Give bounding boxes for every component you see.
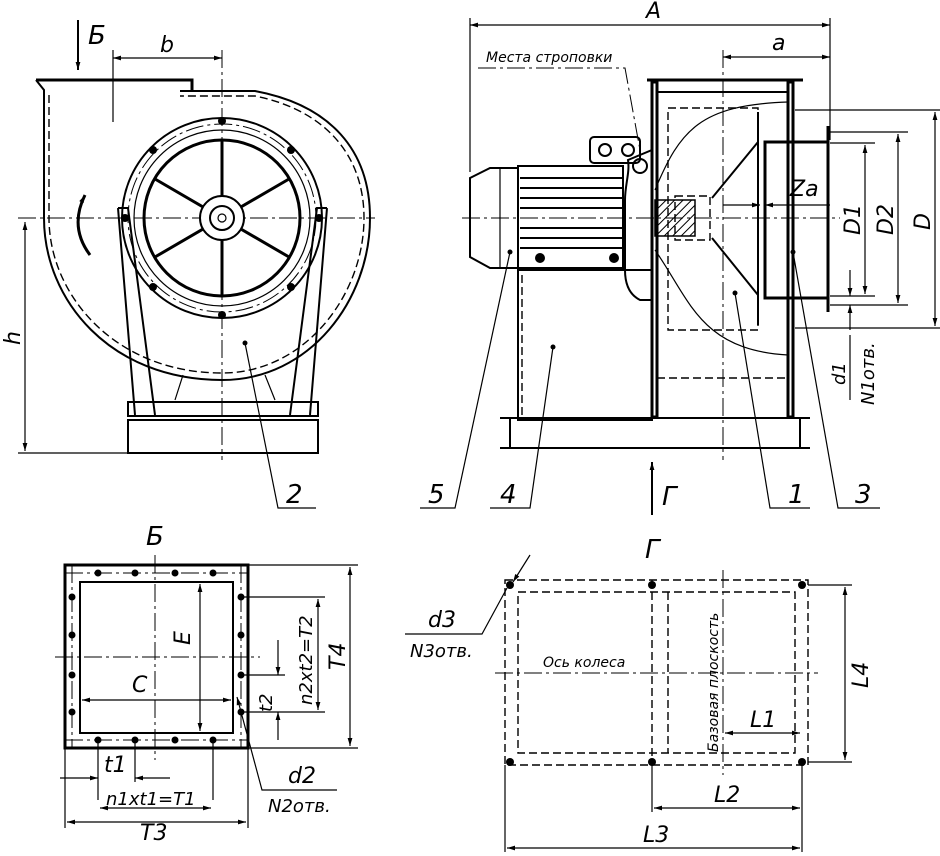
view-g-title: Г xyxy=(645,535,662,565)
callout-2: 2 xyxy=(286,480,303,510)
dim-L2: L2 xyxy=(714,783,740,808)
housing-inner xyxy=(48,95,365,374)
mounting-holes xyxy=(506,581,806,766)
dim-d1: d1 xyxy=(829,362,850,385)
holes-N1: N1отв. xyxy=(858,342,879,405)
motor-fins xyxy=(520,177,622,249)
view-b-title: Б xyxy=(146,522,164,552)
dim-T2: n2xt2=T2 xyxy=(296,615,317,705)
view-g: Г Ось колеса Базовая плоскость L1 L2 L3 … xyxy=(405,535,874,852)
rotation-arrow-icon xyxy=(76,194,92,256)
dim-h: h xyxy=(1,331,26,345)
callout-4: 4 xyxy=(500,480,517,510)
base-plane-label: Базовая плоскость xyxy=(706,613,722,752)
front-view: Б b h 2 xyxy=(1,20,375,510)
inlet-ring-inner xyxy=(133,129,311,307)
dim-L3: L3 xyxy=(643,823,669,848)
outlet-flange xyxy=(36,78,194,90)
lifting-points-label: Места строповки xyxy=(486,50,612,66)
left-leg xyxy=(117,207,156,416)
dim-E: E xyxy=(171,631,196,645)
leg-braces xyxy=(174,374,276,401)
base-top xyxy=(127,401,319,417)
hub xyxy=(199,195,245,241)
callout-5: 5 xyxy=(428,480,445,510)
dim-L1: L1 xyxy=(750,708,776,733)
motor-stand xyxy=(517,269,653,421)
motor-body xyxy=(517,165,624,269)
holes-N3: N3отв. xyxy=(410,641,473,662)
terminal-box xyxy=(589,136,641,164)
dim-T1: n1xt1=T1 xyxy=(106,789,196,810)
impeller-blades xyxy=(711,112,759,325)
dim-C: C xyxy=(132,673,148,698)
view-b: Б E C t2 n2xt2=T2 T4 t1 n1xt1=T1 T3 d2 N… xyxy=(55,522,358,846)
dim-d2: d2 xyxy=(288,764,316,789)
housing-section-curve xyxy=(654,101,789,356)
dim-D: D xyxy=(911,213,936,230)
dim-A: A xyxy=(644,0,661,24)
dim-D2: D2 xyxy=(874,204,899,235)
housing-front-wall xyxy=(786,80,795,419)
dim-T3: T3 xyxy=(140,821,167,846)
side-view: A a Места строповки Za D1 D2 D xyxy=(420,0,940,515)
callout-3: 3 xyxy=(855,480,872,510)
callout-2-leader xyxy=(244,342,316,509)
dim-a: a xyxy=(772,31,785,56)
dim-d3: d3 xyxy=(428,608,456,633)
scroll-housing xyxy=(35,79,372,382)
dim-b: b xyxy=(160,33,174,58)
dim-L4: L4 xyxy=(849,662,874,688)
dim-t2: t2 xyxy=(256,693,277,712)
view-label-g: Г xyxy=(662,482,679,512)
d2-leader xyxy=(236,696,337,791)
shaft xyxy=(217,213,227,223)
base-frame xyxy=(127,419,319,454)
hub-bore xyxy=(209,205,235,231)
lifting-points-leader xyxy=(478,67,641,151)
dim-D1: D1 xyxy=(841,204,866,235)
callout-1: 1 xyxy=(788,480,805,510)
d3-leader xyxy=(405,587,508,635)
holes-N2: N2отв. xyxy=(268,796,331,817)
dim-T4: T4 xyxy=(326,643,351,670)
dim-Za: Za xyxy=(789,177,819,202)
wheel-axis-label: Ось колеса xyxy=(543,655,625,671)
dim-t1: t1 xyxy=(104,753,127,778)
lifting-eye xyxy=(632,158,648,174)
view-label-b: Б xyxy=(88,21,106,51)
right-leg xyxy=(289,207,328,416)
flange-bolts xyxy=(121,117,323,319)
